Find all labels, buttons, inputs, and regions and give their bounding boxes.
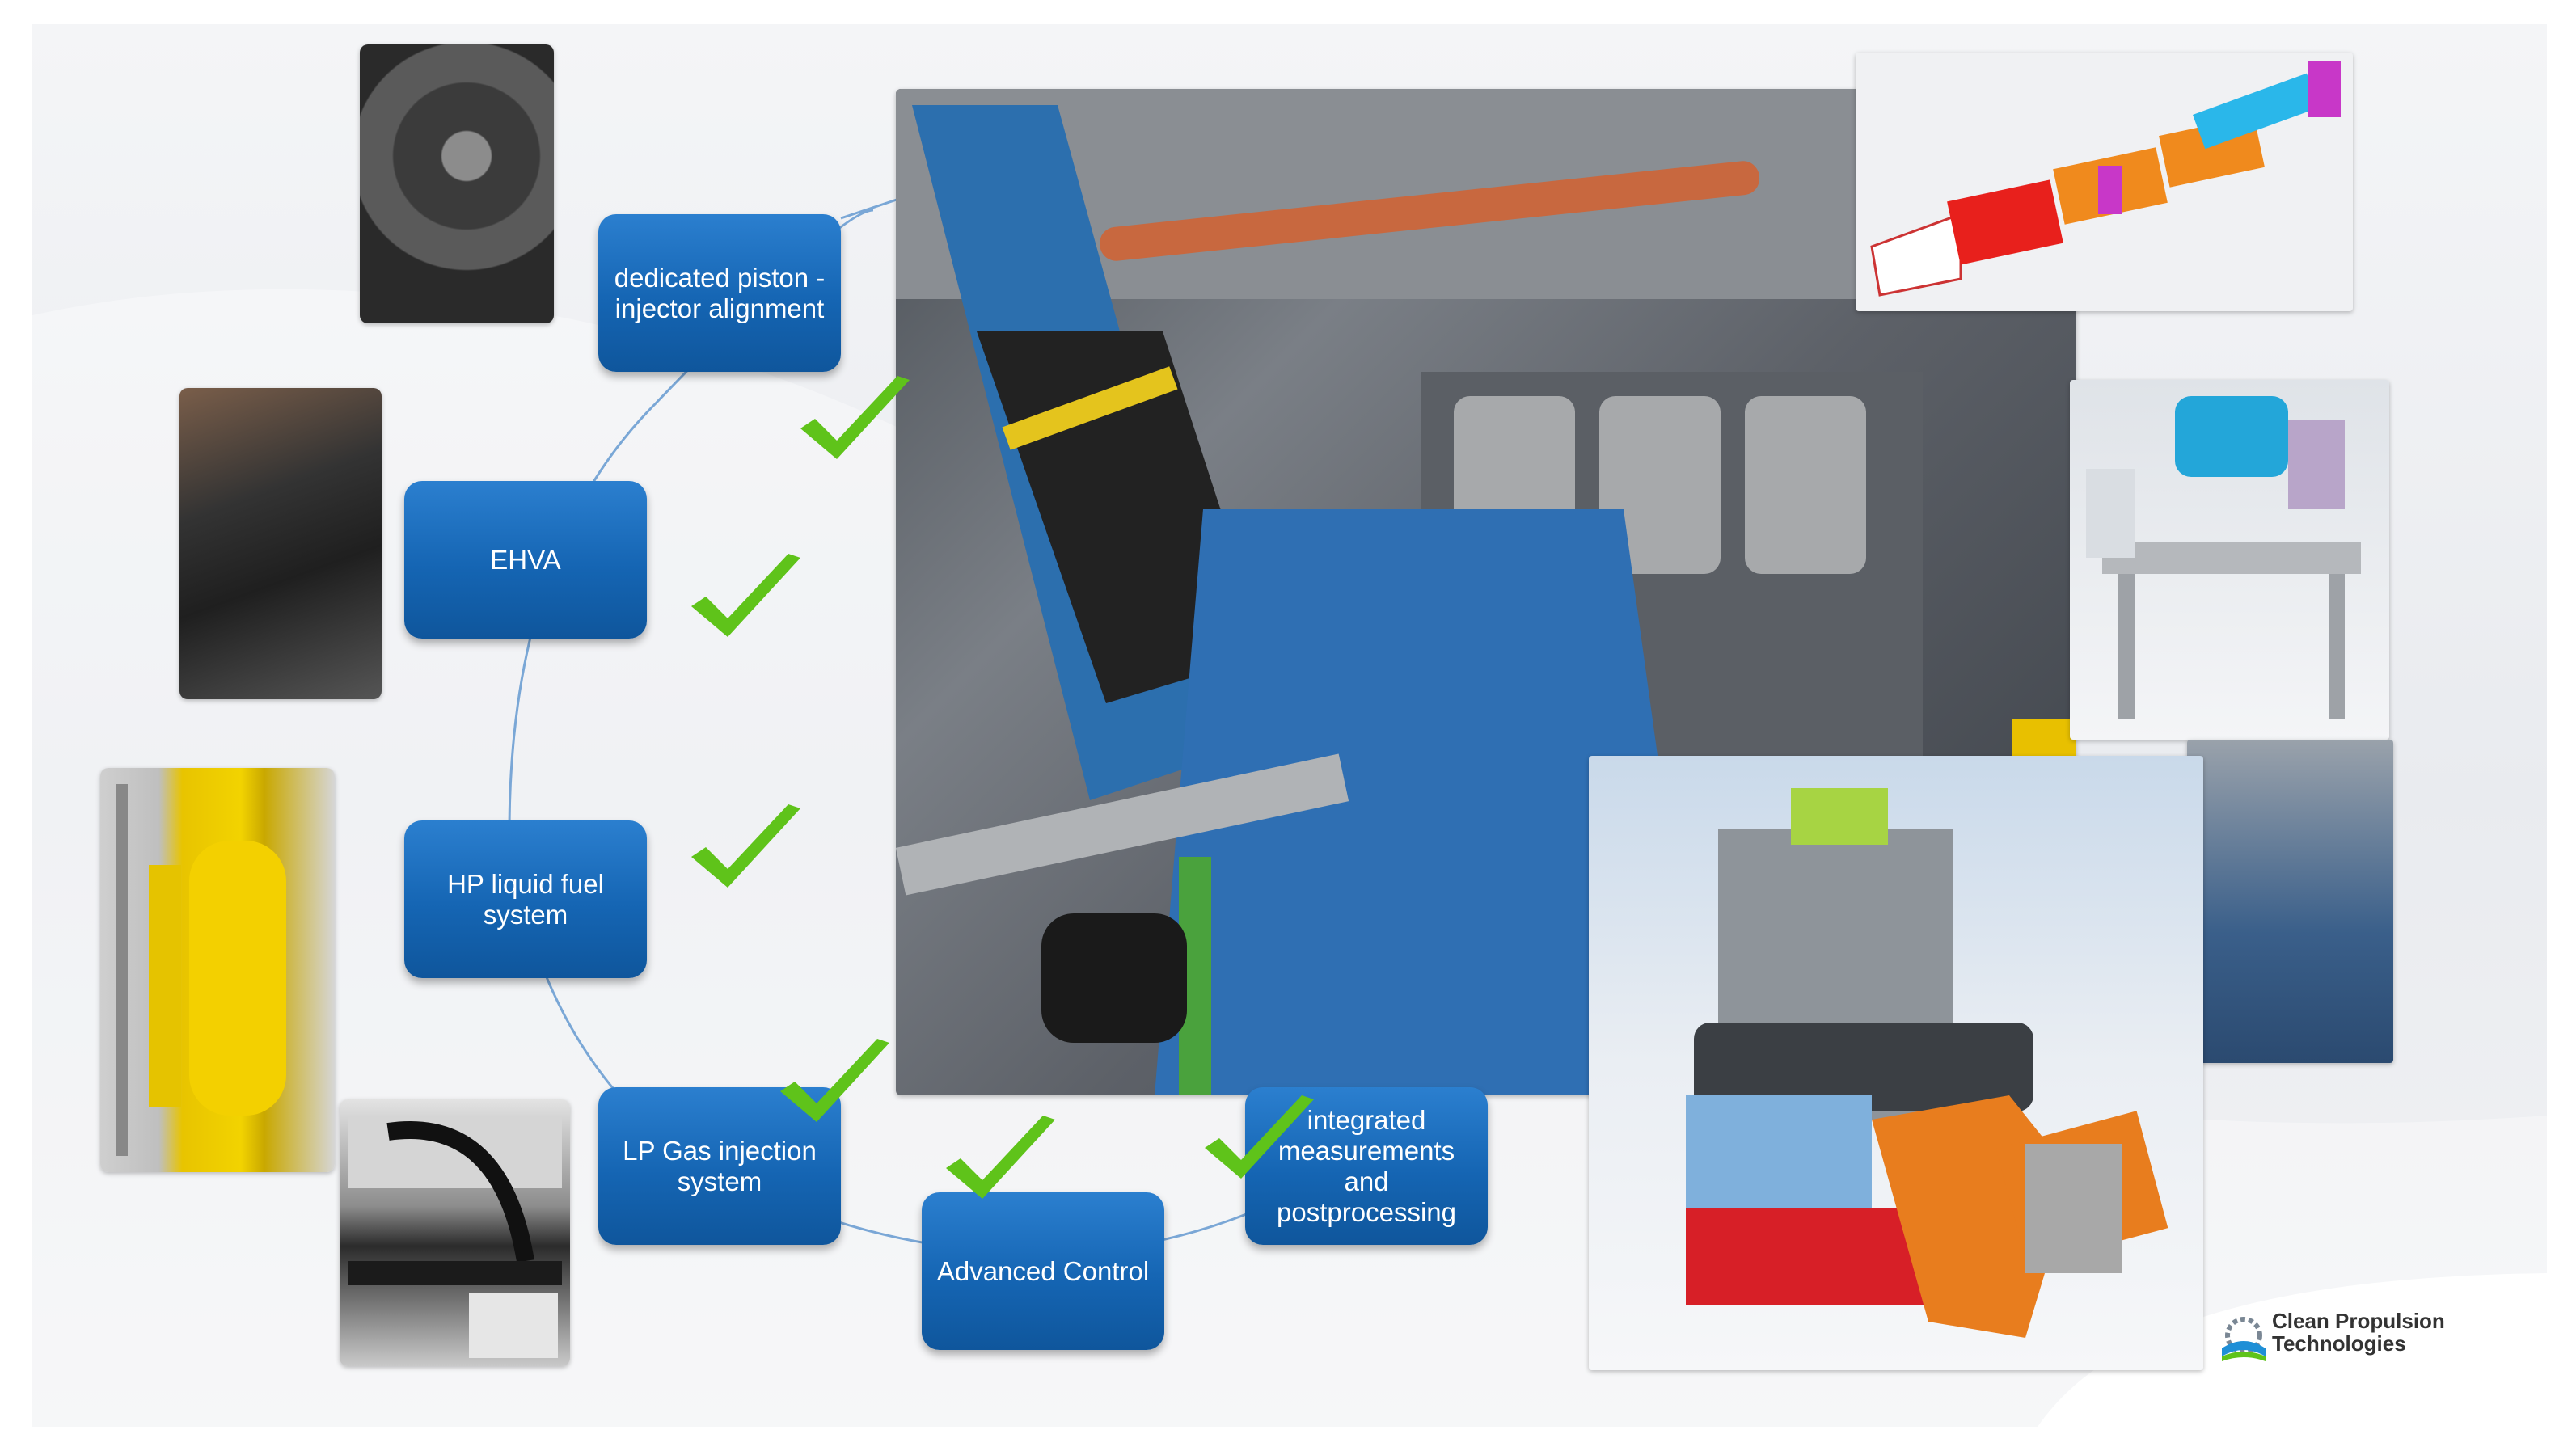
checkmark-icon [691, 554, 800, 637]
checkmark-icon [1205, 1095, 1314, 1179]
company-logo-text: Clean Propulsion Technologies [2272, 1310, 2445, 1355]
hp-fuel-system-photo [100, 768, 335, 1172]
integrated-measurements-label: integrated measurements and postprocessi… [1277, 1104, 1456, 1227]
logo-line-2: Technologies [2272, 1331, 2406, 1356]
ehva-label: EHVA [490, 544, 561, 575]
logo-line-1: Clean Propulsion [2272, 1309, 2445, 1333]
cad-exhaust-model [1856, 53, 2353, 311]
hp-liquid-fuel-system-box: HP liquid fuel system [404, 820, 647, 978]
checkmark-icon [780, 1039, 889, 1122]
slide-canvas: dedicated piston - injector alignment EH… [32, 24, 2547, 1427]
checkmark-icon [946, 1116, 1055, 1199]
cad-cylinder-head-model [1589, 756, 2203, 1370]
advanced-control-box: Advanced Control [922, 1192, 1164, 1350]
piston-injector-alignment-label: dedicated piston - injector alignment [614, 262, 826, 323]
piston-photo [360, 44, 554, 323]
engine-side-photo [2187, 740, 2393, 1063]
advanced-control-label: Advanced Control [936, 1255, 1150, 1286]
checkmark-icon [691, 804, 800, 888]
ehva-box: EHVA [404, 481, 647, 639]
clean-propulsion-logo-icon [2222, 1317, 2266, 1361]
checkmark-icon [800, 376, 910, 459]
ehva-photo [179, 388, 382, 699]
hp-liquid-fuel-system-label: HP liquid fuel system [447, 868, 604, 930]
piston-injector-alignment-box: dedicated piston - injector alignment [598, 214, 841, 372]
control-rack-photo [340, 1099, 570, 1366]
lp-gas-injection-system-label: LP Gas injection system [623, 1135, 817, 1196]
cad-test-rig-model [2070, 380, 2389, 740]
lp-gas-injection-system-box: LP Gas injection system [598, 1087, 841, 1245]
